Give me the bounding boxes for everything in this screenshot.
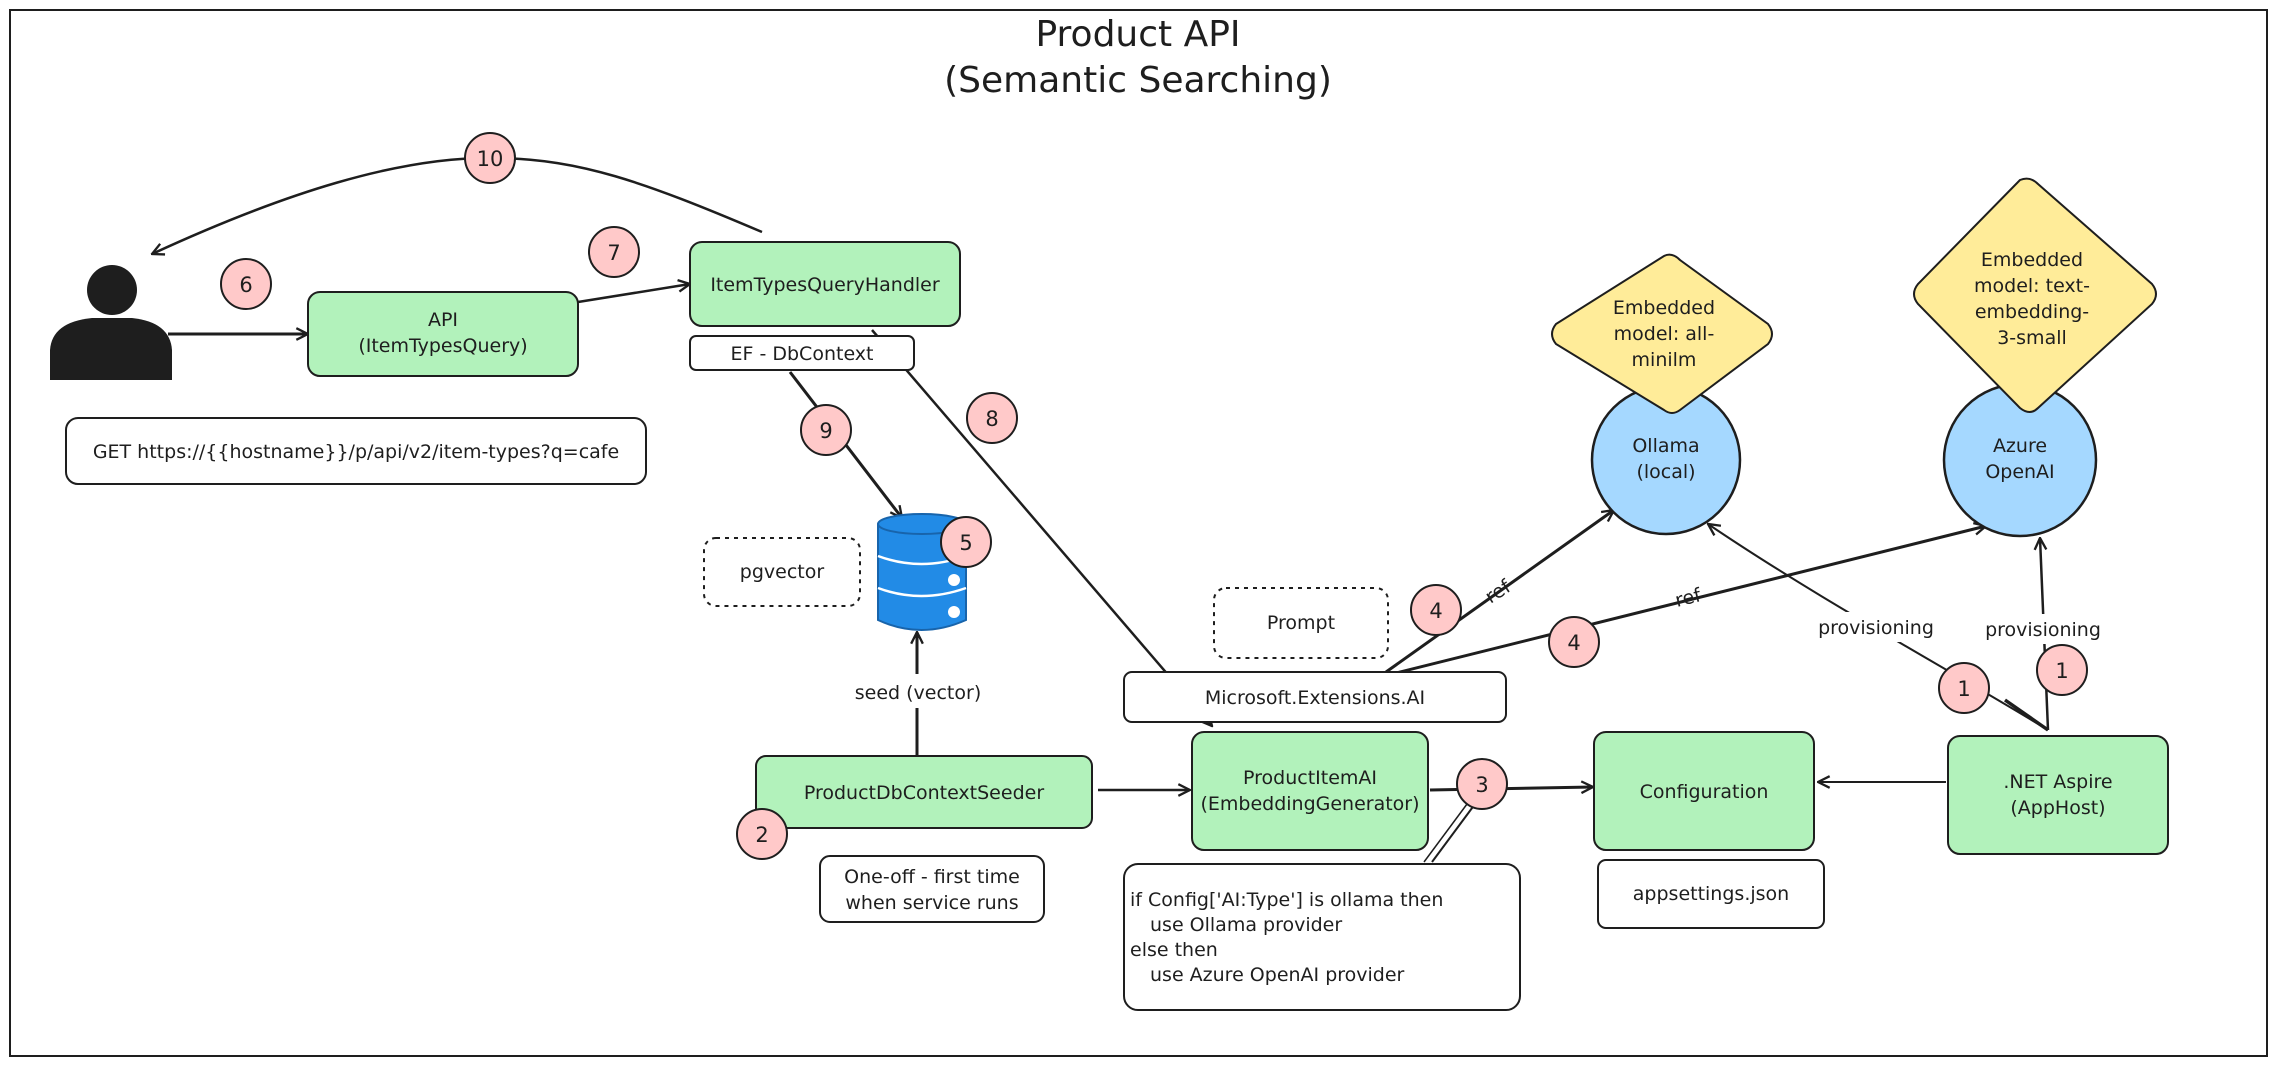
svg-text:6: 6: [239, 273, 252, 297]
edge-label-seed: seed (vector): [855, 682, 981, 704]
user-actor: [50, 265, 172, 380]
api-node-subtitle: (ItemTypesQuery): [358, 335, 527, 357]
handler-node: [689, 241, 961, 327]
productitemai-title: ProductItemAI: [1243, 767, 1377, 789]
seeder-node: [755, 755, 1093, 829]
request-url-text: GET https://{{hostname}}/p/api/v2/item-t…: [93, 441, 619, 463]
svg-text:1: 1: [2055, 659, 2068, 683]
svg-text:3: 3: [1475, 773, 1488, 797]
oneoff-note-line2: when service runs: [845, 892, 1018, 914]
edge-label-provisioning-azure: provisioning: [1985, 619, 2101, 641]
step-badge-1-ollama: 1: [1938, 662, 1990, 714]
model-openai-diamond: [1913, 177, 2157, 413]
model-openai-line4: 3-small: [1997, 327, 2067, 349]
edge-meai-ref-azure: [1391, 526, 1986, 676]
edge-api-to-handler: [577, 284, 690, 304]
seeder-node-label: ProductDbContextSeeder: [804, 782, 1044, 804]
svg-text:4: 4: [1567, 631, 1580, 655]
svg-text:10: 10: [477, 147, 504, 171]
prompt-label: Prompt: [1267, 612, 1335, 634]
diagram-frame: [9, 9, 2268, 1057]
diagram-subtitle: (Semantic Searching): [944, 60, 1332, 101]
model-minilm-line1: Embedded: [1613, 297, 1715, 319]
svg-text:9: 9: [819, 419, 832, 443]
appsettings-label: appsettings.json: [1633, 883, 1789, 905]
pgvector-box: [703, 537, 861, 607]
code-note-connector: [1431, 799, 1479, 863]
edge-meai-ref-ollama: [1385, 510, 1614, 674]
appsettings-box: [1597, 859, 1825, 929]
edge-label-ref-ollama: ref: [1481, 575, 1516, 608]
step-badge-7: 7: [588, 226, 640, 278]
aspire-subtitle: (AppHost): [2010, 797, 2105, 819]
model-openai-line3: embedding-: [1975, 301, 2089, 323]
step-badge-3: 3: [1456, 758, 1508, 810]
model-minilm-line2: model: all-: [1614, 323, 1715, 345]
ollama-title: Ollama: [1632, 435, 1699, 457]
svg-text:1: 1: [1957, 677, 1970, 701]
aspire-title: .NET Aspire: [2003, 771, 2112, 793]
handler-node-label: ItemTypesQueryHandler: [710, 274, 940, 296]
config-code-line2: use Ollama provider: [1150, 914, 1342, 936]
edge-response-to-user: [152, 156, 763, 254]
svg-text:7: 7: [607, 241, 620, 265]
meai-box: [1123, 671, 1507, 723]
oneoff-note-line1: One-off - first time: [844, 866, 1020, 888]
api-node-title: API: [428, 309, 458, 331]
user-head-icon: [87, 265, 137, 315]
svg-text:2: 2: [755, 823, 768, 847]
config-code-line4: use Azure OpenAI provider: [1150, 964, 1405, 986]
azure-title: Azure: [1993, 435, 2047, 457]
step-badge-6: 6: [220, 258, 272, 310]
step-badge-9: 9: [800, 404, 852, 456]
edge-label-ref-azure: ref: [1673, 584, 1705, 612]
svg-text:8: 8: [985, 407, 998, 431]
meai-label: Microsoft.Extensions.AI: [1205, 687, 1425, 709]
diagram-title: Product API: [1035, 14, 1240, 55]
ef-dbcontext-box: [689, 335, 915, 371]
step-badge-5: 5: [940, 516, 992, 568]
step-badge-2: 2: [736, 808, 788, 860]
user-body-icon: [50, 318, 172, 380]
pgvector-label: pgvector: [740, 561, 825, 583]
model-minilm-diamond: [1551, 253, 1773, 414]
edge-provisioning-ollama-tail: [2003, 698, 2050, 732]
config-code-box: [1123, 863, 1521, 1011]
productitemai-subtitle: (EmbeddingGenerator): [1200, 793, 1419, 815]
step-badge-4-azure: 4: [1548, 616, 1600, 668]
step-badge-4-ollama: 4: [1410, 584, 1462, 636]
model-openai-line1: Embedded: [1981, 249, 2083, 271]
oneoff-note-box: [819, 855, 1045, 923]
prompt-box: [1213, 587, 1389, 659]
code-note-connector-2: [1423, 799, 1471, 863]
svg-text:4: 4: [1429, 599, 1442, 623]
configuration-label: Configuration: [1640, 781, 1769, 803]
azure-subtitle: OpenAI: [1985, 461, 2054, 483]
aspire-node: [1947, 735, 2169, 855]
ef-dbcontext-label: EF - DbContext: [731, 343, 874, 365]
config-code-line1: if Config['AI:Type'] is ollama then: [1130, 889, 1443, 911]
edge-handler-to-productitemai: [871, 329, 1212, 726]
svg-text:5: 5: [959, 531, 972, 555]
model-openai-line2: model: text-: [1974, 275, 2090, 297]
productitemai-node: [1191, 731, 1429, 851]
step-badge-1-azure: 1: [2036, 644, 2088, 696]
edge-label-provisioning-ollama: provisioning: [1818, 617, 1934, 639]
request-url-box: [65, 417, 647, 485]
step-badge-10: 10: [464, 132, 516, 184]
edge-productitemai-to-configuration: [1429, 787, 1593, 790]
step-badge-8: 8: [966, 392, 1018, 444]
api-node: [307, 291, 579, 377]
config-code-line3: else then: [1130, 939, 1218, 961]
model-minilm-line3: minilm: [1632, 349, 1697, 371]
ollama-subtitle: (local): [1636, 461, 1695, 483]
configuration-node: [1593, 731, 1815, 851]
